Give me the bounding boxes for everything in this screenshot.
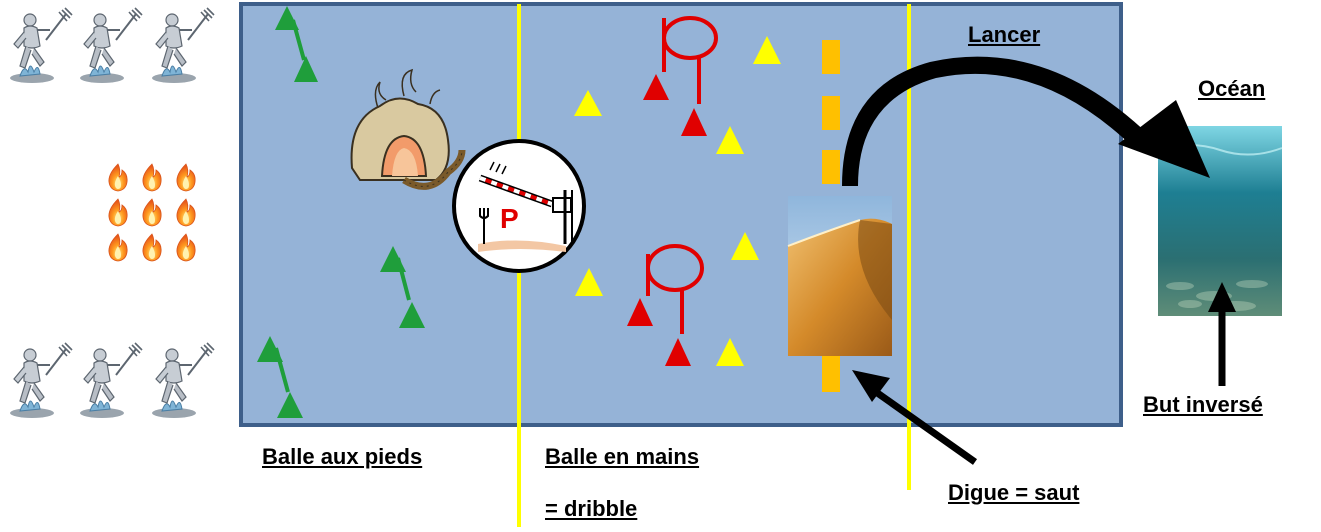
dune-photo xyxy=(787,196,892,356)
label-balle-en-mains: Balle en mains xyxy=(545,444,700,469)
red-hoops xyxy=(646,16,718,334)
fire-icon xyxy=(108,163,196,262)
toll-barrier-icon: P xyxy=(452,139,586,273)
parking-letter: P xyxy=(500,203,519,234)
label-balle-aux-pieds: Balle aux pieds xyxy=(262,444,423,469)
red-cones xyxy=(627,74,707,366)
label-digue: Digue = saut xyxy=(948,480,1080,505)
cave-icon xyxy=(350,68,466,190)
label-lancer: Lancer xyxy=(968,22,1041,47)
label-dribble: = dribble xyxy=(545,496,638,521)
dike-dashed-line xyxy=(822,40,840,392)
yellow-cones xyxy=(574,36,781,366)
green-cones xyxy=(257,6,425,418)
goal-arrow xyxy=(1208,282,1236,386)
throw-arrow xyxy=(842,56,1210,186)
label-ocean: Océan xyxy=(1198,76,1266,101)
dike-arrow xyxy=(852,370,978,465)
label-but-inverse: But inversé xyxy=(1143,392,1263,417)
